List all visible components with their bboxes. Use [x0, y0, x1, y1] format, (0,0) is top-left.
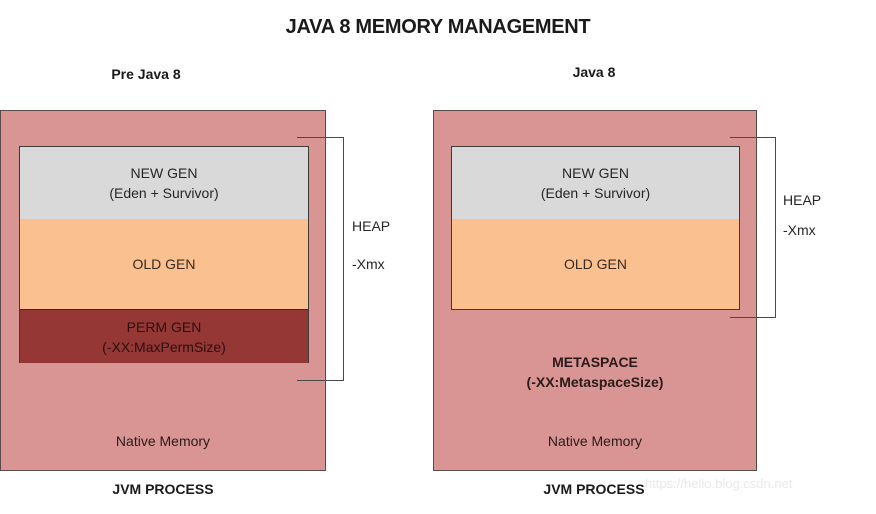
- new-gen-detail: (Eden + Survivor): [540, 185, 651, 201]
- java8-new-gen: NEW GEN (Eden + Survivor): [452, 147, 739, 220]
- pre-java8-perm-gen: PERM GEN (-XX:MaxPermSize): [20, 309, 308, 363]
- pre-java8-old-gen: OLD GEN: [20, 219, 308, 309]
- java8-heap-label: HEAP: [783, 192, 822, 208]
- pre-java8-native-memory: Native Memory: [115, 433, 211, 449]
- pre-java8-heap-flag: -Xmx: [352, 256, 385, 272]
- pre-java8-jvm-process-box: NEW GEN (Eden + Survivor) OLD GEN PERM G…: [0, 110, 326, 471]
- pre-java8-heap-label: HEAP: [352, 218, 391, 234]
- perm-gen-flag: (-XX:MaxPermSize): [102, 338, 226, 355]
- watermark: https://hello.blog.csdn.net: [645, 476, 793, 491]
- pre-java8-new-gen: NEW GEN (Eden + Survivor): [20, 147, 308, 220]
- java8-footer: JVM PROCESS: [543, 481, 645, 497]
- java8-metaspace: METASPACE (-XX:MetaspaceSize): [434, 352, 756, 392]
- old-gen-label: OLD GEN: [132, 256, 196, 272]
- diagram-title: JAVA 8 MEMORY MANAGEMENT: [285, 16, 591, 38]
- metaspace-flag: (-XX:MetaspaceSize): [526, 374, 664, 390]
- pre-java8-footer: JVM PROCESS: [112, 481, 214, 497]
- java8-heap-bracket: [730, 137, 776, 318]
- java8-native-memory: Native Memory: [547, 433, 643, 449]
- java8-old-gen: OLD GEN: [452, 219, 739, 309]
- pre-java8-heap-bracket: [297, 137, 344, 381]
- perm-gen-label: PERM GEN: [126, 318, 202, 335]
- pre-java8-heap-stack: NEW GEN (Eden + Survivor) OLD GEN PERM G…: [19, 146, 309, 363]
- new-gen-detail: (Eden + Survivor): [109, 185, 219, 201]
- java8-heap-stack: NEW GEN (Eden + Survivor) OLD GEN: [451, 146, 740, 310]
- old-gen-label: OLD GEN: [563, 256, 627, 272]
- metaspace-label: METASPACE: [552, 354, 638, 370]
- new-gen-label: NEW GEN: [562, 165, 629, 181]
- java8-jvm-process-box: NEW GEN (Eden + Survivor) OLD GEN METASP…: [433, 110, 757, 471]
- java8-heading: Java 8: [572, 64, 616, 80]
- pre-java8-heading: Pre Java 8: [111, 66, 181, 82]
- java8-heap-flag: -Xmx: [783, 222, 816, 238]
- new-gen-label: NEW GEN: [130, 165, 198, 181]
